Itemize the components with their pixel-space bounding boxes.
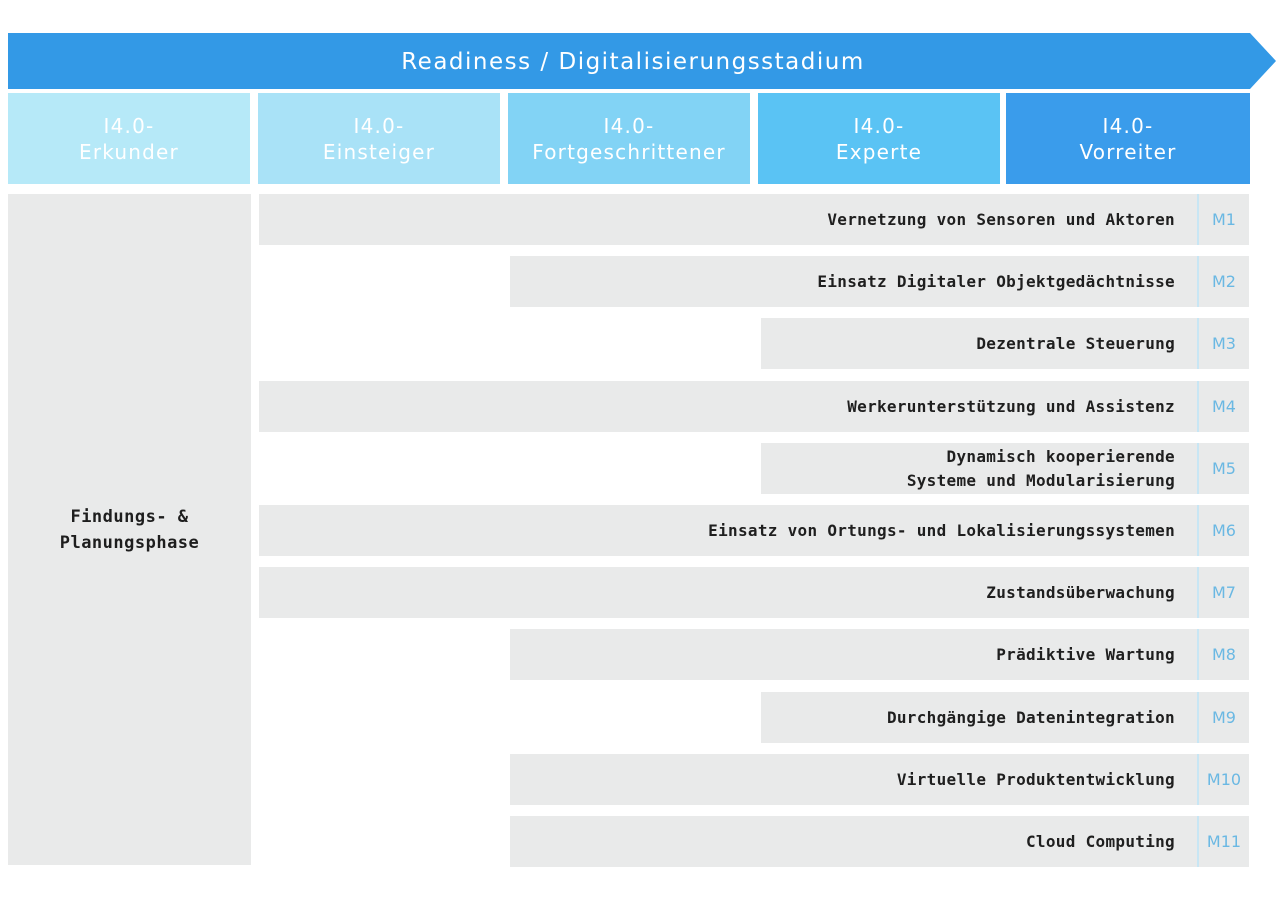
measure-code: M7 (1197, 567, 1249, 618)
measure-bar: Einsatz von Ortungs- und Lokalisierungss… (259, 505, 1197, 556)
measure-label: Einsatz von Ortungs- und Lokalisierungss… (708, 520, 1175, 540)
measure-code: M4 (1197, 381, 1249, 432)
measure-bar: Cloud Computing (510, 816, 1197, 867)
level-prefix: I4.0- (1102, 113, 1154, 138)
measure-bar: Einsatz Digitaler Objektgedächtnisse (510, 256, 1197, 307)
measure-bar: Virtuelle Produktentwicklung (510, 754, 1197, 805)
phase-line-1: Findungs- & (70, 506, 189, 527)
readiness-banner: Readiness / Digitalisierungsstadium (8, 33, 1276, 89)
measure-row-m1: Vernetzung von Sensoren und Aktoren M1 (259, 194, 1249, 245)
measure-label: Zustandsüberwachung (986, 582, 1175, 602)
readiness-levels: I4.0- Erkunder I4.0- Einsteiger I4.0- Fo… (8, 93, 1250, 184)
measure-code: M11 (1197, 816, 1249, 867)
measure-code: M3 (1197, 318, 1249, 369)
measure-bar: Vernetzung von Sensoren und Aktoren (259, 194, 1197, 245)
level-prefix: I4.0- (103, 113, 155, 138)
measure-row-m4: Werkerunterstützung und Assistenz M4 (259, 381, 1249, 432)
level-erkunder: I4.0- Erkunder (8, 93, 250, 184)
phase-line-2: Planungsphase (59, 532, 200, 553)
measure-row-m2: Einsatz Digitaler Objektgedächtnisse M2 (510, 256, 1249, 307)
level-prefix: I4.0- (353, 113, 405, 138)
measure-code: M2 (1197, 256, 1249, 307)
measure-label: Dezentrale Steuerung (976, 333, 1175, 353)
level-experte: I4.0- Experte (758, 93, 1000, 184)
level-fortgeschrittener: I4.0- Fortgeschrittener (508, 93, 750, 184)
measure-label: Durchgängige Datenintegration (886, 707, 1175, 727)
measure-label: Prädiktive Wartung (996, 644, 1175, 664)
level-name: Erkunder (78, 139, 179, 164)
measure-code: M1 (1197, 194, 1249, 245)
measure-label: Vernetzung von Sensoren und Aktoren (827, 209, 1175, 229)
measure-label: Systeme und Modularisierung (906, 470, 1175, 490)
measure-bar: Durchgängige Datenintegration (761, 692, 1197, 743)
banner-title: Readiness / Digitalisierungsstadium (401, 49, 865, 75)
measure-code: M8 (1197, 629, 1249, 680)
measure-label: Einsatz Digitaler Objektgedächtnisse (817, 271, 1175, 291)
measure-row-m11: Cloud Computing M11 (510, 816, 1249, 867)
measure-code: M5 (1197, 443, 1249, 494)
measure-row-m6: Einsatz von Ortungs- und Lokalisierungss… (259, 505, 1249, 556)
measure-row-m8: Prädiktive Wartung M8 (510, 629, 1249, 680)
measure-label: Werkerunterstützung und Assistenz (847, 396, 1175, 416)
measure-row-m7: Zustandsüberwachung M7 (259, 567, 1249, 618)
level-name: Experte (835, 139, 923, 164)
level-vorreiter: I4.0- Vorreiter (1006, 93, 1250, 184)
level-prefix: I4.0- (853, 113, 905, 138)
level-name: Vorreiter (1079, 139, 1177, 164)
phase-label: Findungs- & Planungsphase (8, 194, 251, 865)
measure-label: Virtuelle Produktentwicklung (896, 769, 1175, 789)
banner-arrow (8, 33, 1276, 89)
measure-code: M10 (1197, 754, 1249, 805)
level-name: Einsteiger (322, 139, 436, 164)
measure-bar: Werkerunterstützung und Assistenz (259, 381, 1197, 432)
measure-bar: Dezentrale Steuerung (761, 318, 1197, 369)
measure-row-m10: Virtuelle Produktentwicklung M10 (510, 754, 1249, 805)
measure-code: M9 (1197, 692, 1249, 743)
measure-code: M6 (1197, 505, 1249, 556)
measure-label: Cloud Computing (1026, 831, 1175, 851)
level-name: Fortgeschrittener (532, 139, 726, 164)
measure-label: Dynamisch kooperierende (946, 446, 1175, 466)
measure-bar: Zustandsüberwachung (259, 567, 1197, 618)
level-prefix: I4.0- (603, 113, 655, 138)
measure-row-m9: Durchgängige Datenintegration M9 (761, 692, 1249, 743)
measure-row-m3: Dezentrale Steuerung M3 (761, 318, 1249, 369)
measure-bar: Prädiktive Wartung (510, 629, 1197, 680)
banner-arrow-shape (8, 33, 1276, 89)
level-einsteiger: I4.0- Einsteiger (258, 93, 500, 184)
